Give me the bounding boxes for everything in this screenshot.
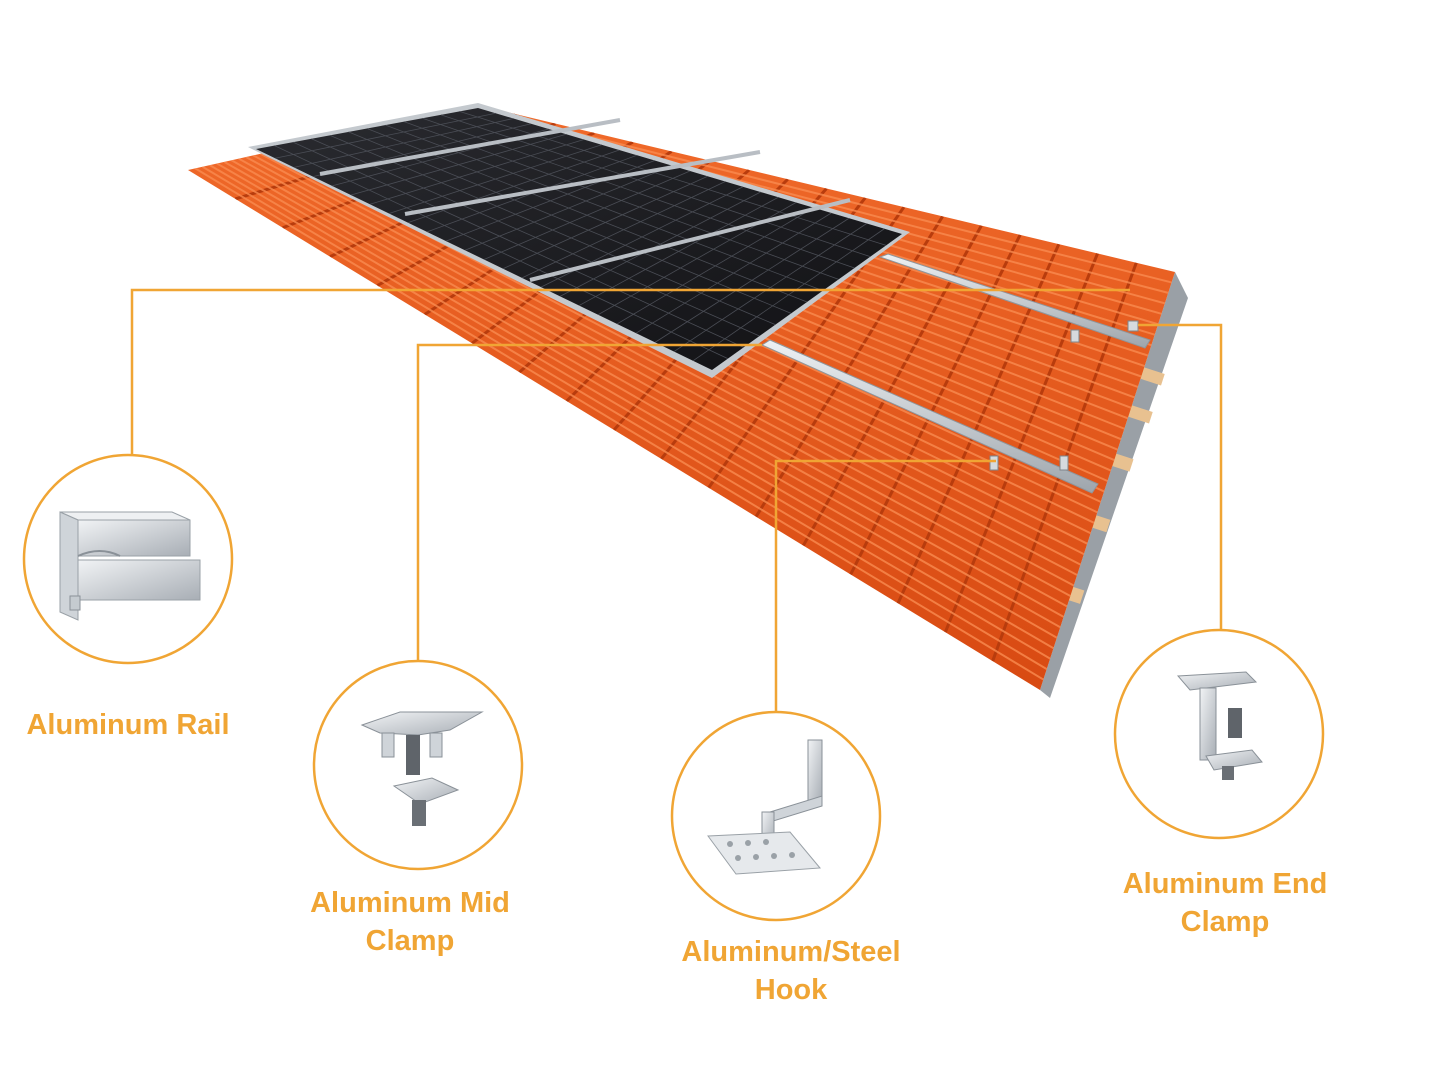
cell-grid-line xyxy=(274,145,729,360)
label-line: Hook xyxy=(754,974,828,1006)
label-aluminum-rail: Aluminum Rail xyxy=(14,706,242,744)
tile-ridge-line xyxy=(231,159,1061,629)
cell-grid-line xyxy=(403,121,839,280)
circle-rail xyxy=(22,453,234,665)
tile-ridge-line xyxy=(223,161,1058,639)
cell-grid-line xyxy=(459,111,887,246)
tile-ridge-line xyxy=(209,164,1051,660)
roof-tiles xyxy=(188,105,1175,690)
panel-surface xyxy=(256,108,902,370)
cell-grid-line xyxy=(292,141,744,348)
cell-grid-line xyxy=(366,128,808,303)
callout-line-rail xyxy=(130,288,1130,455)
tile-ridge-line xyxy=(194,167,1044,681)
aluminum-rail-icon xyxy=(59,511,201,621)
label-line: Aluminum Rail xyxy=(26,709,230,741)
mid-clamp-icon xyxy=(360,711,484,826)
label-line: Aluminum/Steel xyxy=(681,936,901,968)
tile-ridge-line xyxy=(216,162,1055,650)
rail-upper xyxy=(878,253,1151,349)
label-line: Aluminum End xyxy=(1122,868,1328,900)
cell-grid-line xyxy=(348,131,792,314)
cell-grid-line xyxy=(329,134,776,326)
callout-circles xyxy=(22,453,1325,922)
label-aluminum-end-clamp: Aluminum End Clamp xyxy=(1098,865,1352,941)
callout-lines xyxy=(130,288,1223,712)
tile-ridge-line xyxy=(238,157,1065,618)
label-line: Clamp xyxy=(365,925,455,957)
circle-end-clamp xyxy=(1113,628,1325,840)
rail-lower xyxy=(760,339,1099,494)
cell-grid-line xyxy=(385,124,823,292)
tile-ridge-line xyxy=(252,154,1071,597)
label-aluminum-steel-hook: Aluminum/Steel Hook xyxy=(656,933,926,1009)
callout-line-hook xyxy=(774,459,996,712)
label-line: Clamp xyxy=(1180,906,1270,938)
tile-ridge-line xyxy=(260,152,1075,587)
solar-panel-array xyxy=(248,103,910,378)
tile-ridge-line xyxy=(201,165,1048,670)
mounting-rails xyxy=(760,253,1151,494)
label-aluminum-mid-clamp: Aluminum Mid Clamp xyxy=(290,884,530,960)
cell-grid-line xyxy=(311,138,760,337)
roof-hook-icon xyxy=(707,739,823,875)
callout-line-mid-clamp xyxy=(416,343,762,661)
end-clamp-icon xyxy=(1176,671,1263,780)
hook-marker xyxy=(989,455,1069,471)
callout-line-end-clamp xyxy=(1138,323,1223,630)
panel-dividers xyxy=(319,118,851,282)
label-line: Aluminum Mid xyxy=(310,887,510,919)
tile-ridge-line xyxy=(245,156,1068,608)
